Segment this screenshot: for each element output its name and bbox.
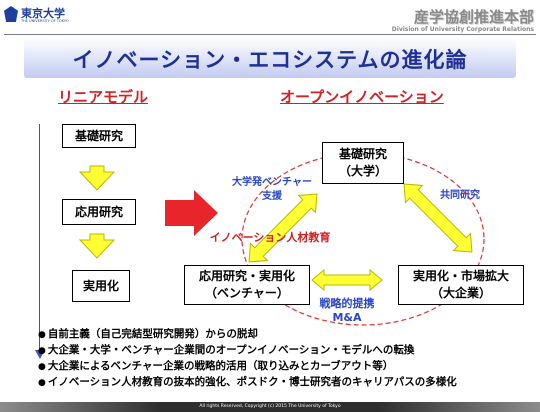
node-university: 基礎研究 （大学） xyxy=(322,142,404,184)
down-arrow-2 xyxy=(78,233,116,259)
bullet-item: 大企業・大学・ベンチャー企業間のオープンイノベーション・モデルへの転換 xyxy=(38,343,457,359)
summary-bullets: 自前主義（自己完結型研究開発）からの脱却 大企業・大学・ベンチャー企業間のオープ… xyxy=(38,327,457,391)
node-large-company-sub: （大企業） xyxy=(430,286,491,300)
open-innovation-heading: オープンイノベーション xyxy=(280,88,444,106)
double-arrow-basic-practical xyxy=(403,183,473,253)
node-large-company: 実用化・市場拡大 （大企業） xyxy=(398,265,524,305)
node-venture: 応用研究・実用化 （ベンチャー） xyxy=(184,265,310,305)
university-name-en: THE UNIVERSITY OF TOKYO xyxy=(21,19,69,23)
venture-support-line-2: 支援 xyxy=(262,191,282,202)
department-name: 産学協創推進本部 xyxy=(413,8,534,26)
venture-support-label: 大学発ベンチャー 支援 xyxy=(212,176,332,204)
header-rule xyxy=(4,34,536,35)
linear-stage-applied: 応用研究 xyxy=(62,199,136,225)
linear-stage-practical: 実用化 xyxy=(72,270,130,302)
bullet-item: 大企業によるベンチャー企業の戦略的活用（取り込みとカーブアウト等） xyxy=(38,359,457,375)
linear-model-heading: リニアモデル xyxy=(58,88,149,106)
alliance-line-1: 戦略的提携 xyxy=(319,297,375,310)
alliance-label: 戦略的提携 M&A xyxy=(287,297,407,325)
node-venture-title: 応用研究・実用化 xyxy=(198,269,295,283)
university-crest-icon xyxy=(4,6,18,22)
big-red-arrow xyxy=(165,190,218,236)
linear-stage-basic: 基礎研究 xyxy=(62,124,136,148)
talent-education-label: イノベーション人材教育 xyxy=(209,231,331,244)
department-name-en: Division of University Corporate Relatio… xyxy=(391,26,534,33)
venture-support-line-1: 大学発ベンチャー xyxy=(232,177,312,188)
joint-research-label: 共同研究 xyxy=(440,190,480,201)
double-arrow-basic-applied xyxy=(248,193,318,263)
copyright-footer: All rights Reserved, Copyright (c) 2015 … xyxy=(0,402,540,412)
ma-line: M&A xyxy=(332,311,362,324)
bullet-item: イノベーション人材教育の抜本的強化、ポスドク・博士研究者のキャリアパスの多様化 xyxy=(38,375,457,391)
linear-axis-line xyxy=(39,124,40,352)
node-venture-sub: （ベンチャー） xyxy=(205,286,289,300)
university-name: 東京大学 xyxy=(21,7,65,20)
down-arrow-1 xyxy=(78,165,116,191)
title-band xyxy=(24,38,516,78)
double-arrow-applied-practical xyxy=(311,268,383,292)
node-university-sub: （大学） xyxy=(338,164,387,178)
node-university-title: 基礎研究 xyxy=(338,147,387,161)
node-large-company-title: 実用化・市場拡大 xyxy=(412,269,509,283)
slide-title: イノベーション・エコシステムの進化論 xyxy=(72,48,468,72)
bullet-item: 自前主義（自己完結型研究開発）からの脱却 xyxy=(38,327,457,343)
